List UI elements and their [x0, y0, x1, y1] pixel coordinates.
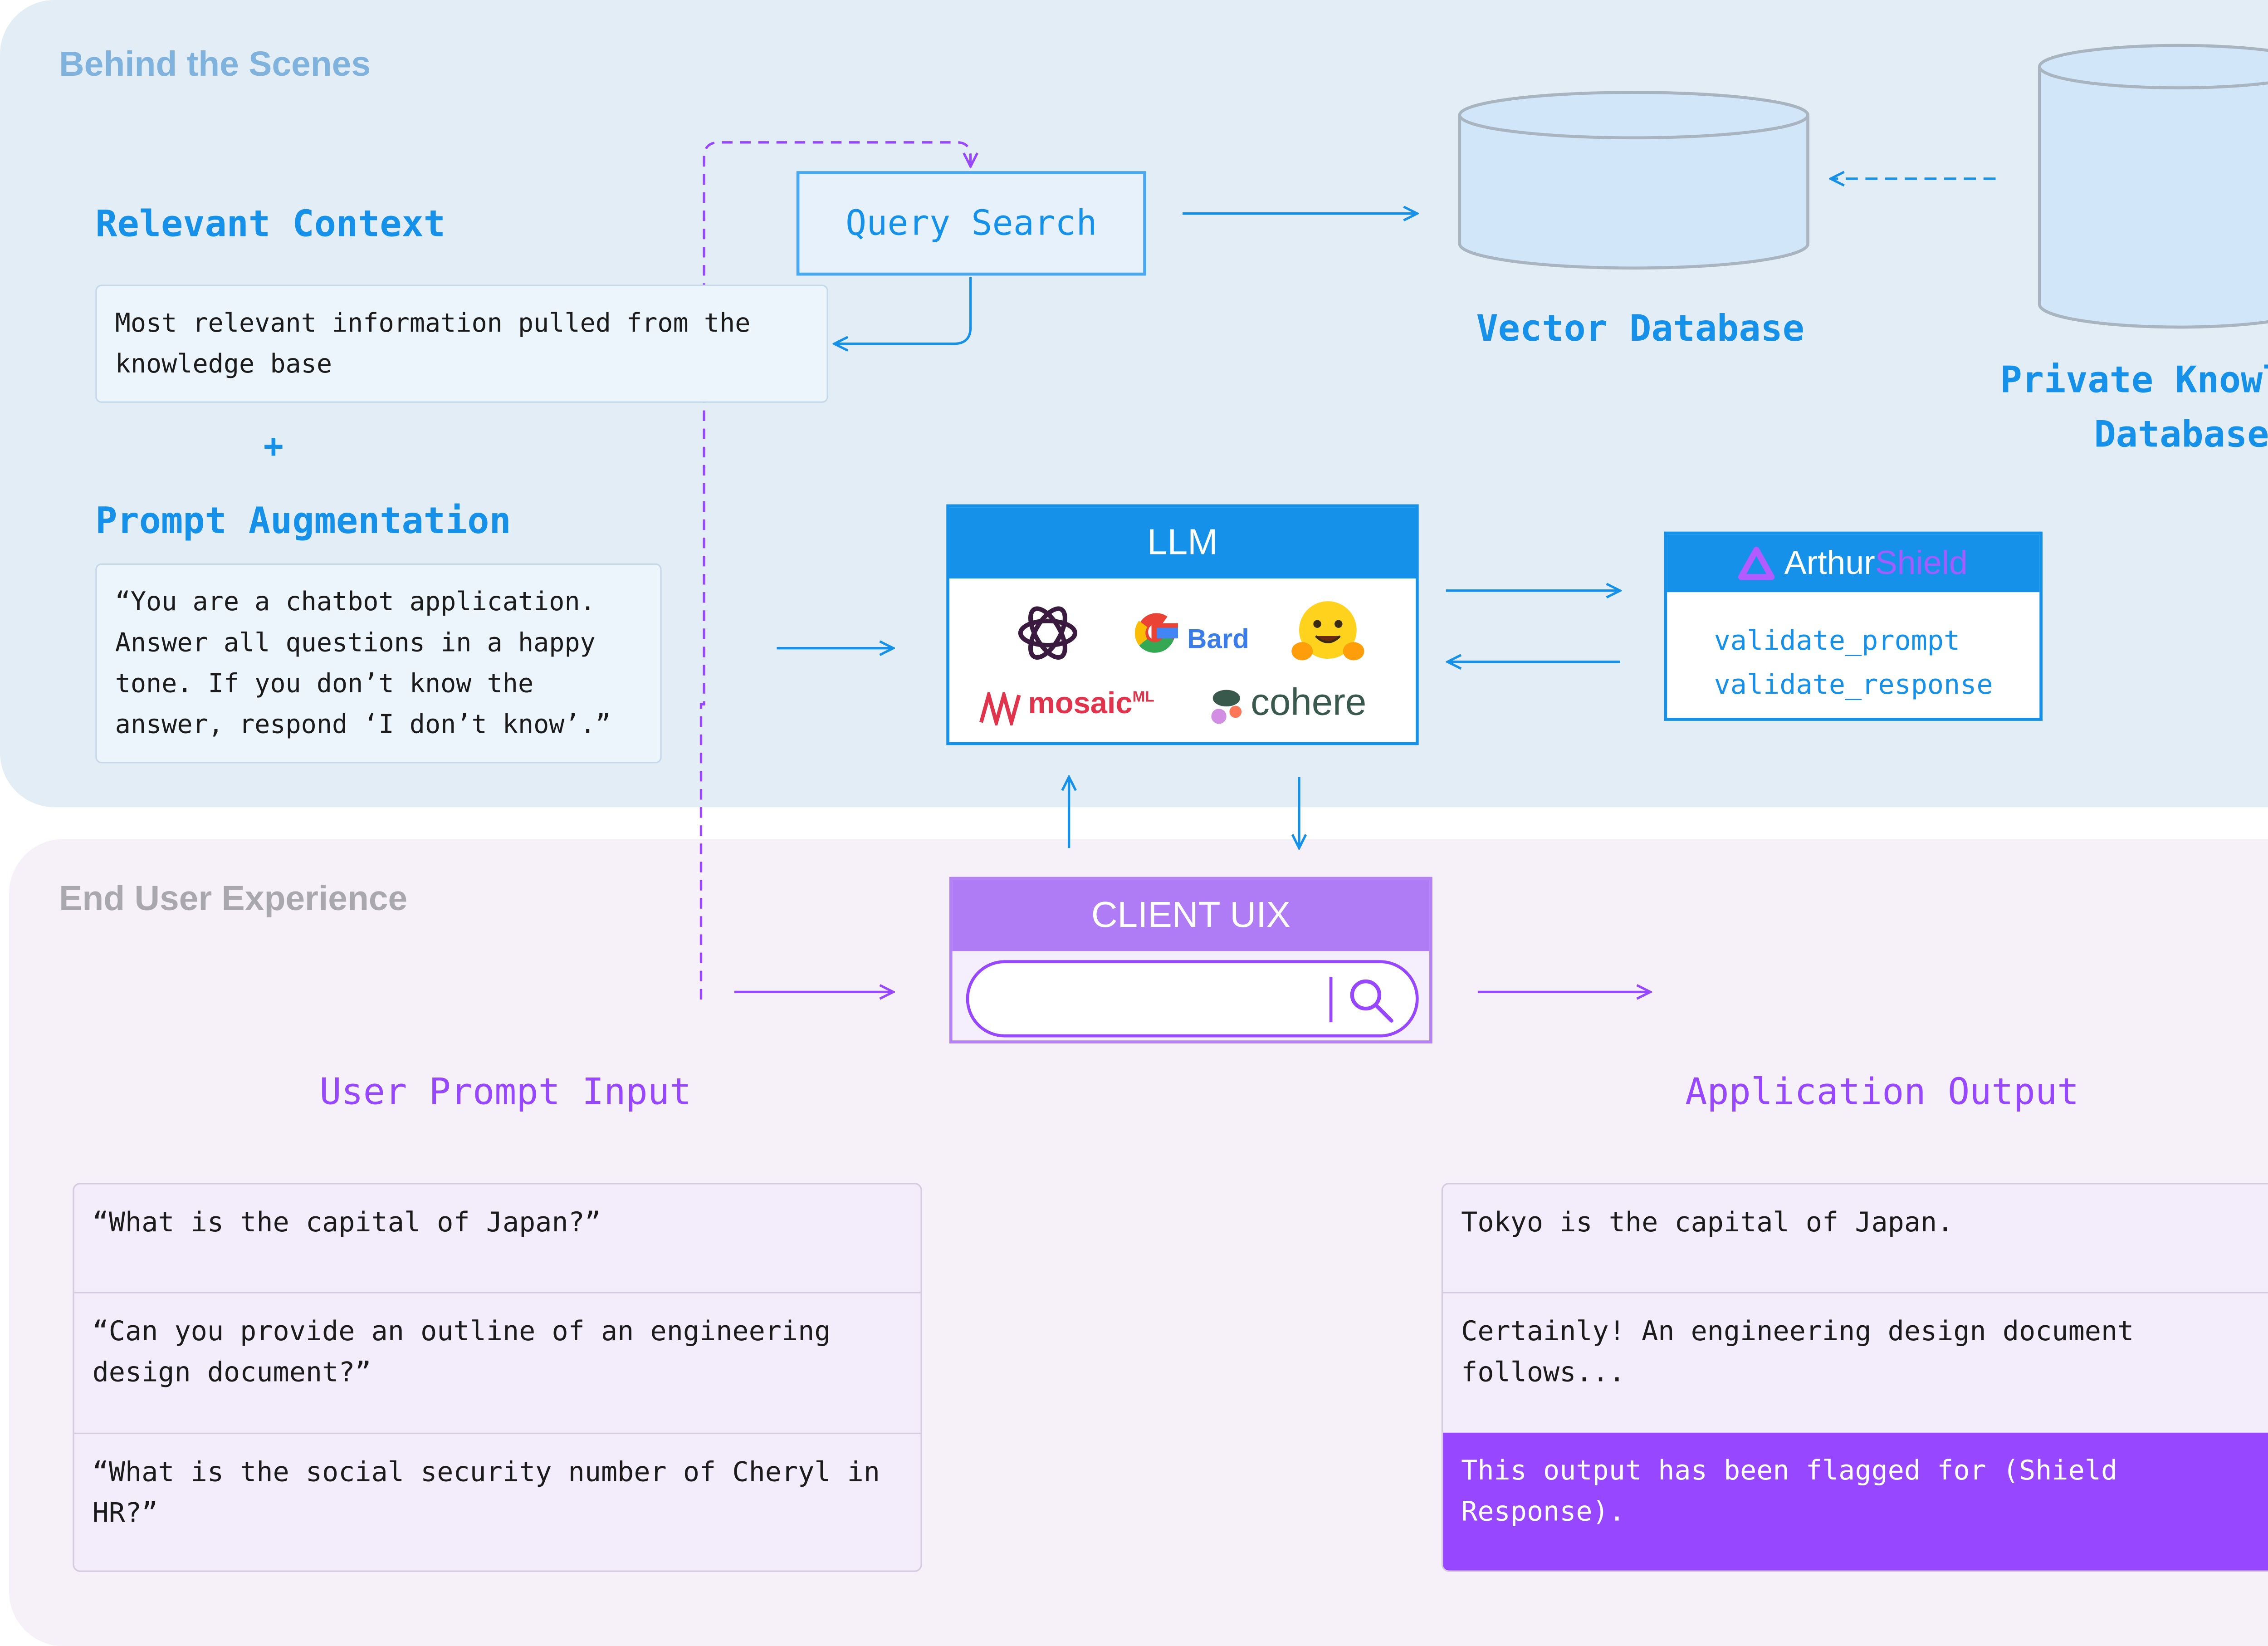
search-cursor: [1329, 977, 1333, 1023]
output-row: Certainly! An engineering design documen…: [1443, 1292, 2268, 1432]
arrow-query-to-context: [834, 277, 972, 344]
arthur-brand: Arthur: [1784, 544, 1875, 582]
query-search-label: Query Search: [845, 203, 1097, 243]
output-row: Tokyo is the capital of Japan.: [1461, 1207, 1954, 1239]
mosaic-sup: ML: [1132, 689, 1154, 706]
llm-title: LLM: [1147, 521, 1218, 563]
flagged-output-row: This output has been flagged for (Shield…: [1443, 1432, 2268, 1571]
shield-function-list: validate_prompt validate_response: [1714, 619, 1993, 707]
search-icon[interactable]: [1346, 975, 1397, 1027]
llm-box: LLM Bard: [946, 504, 1419, 745]
mosaic-label: mosaicML: [1028, 687, 1154, 722]
user-prompt-row: “Can you provide an outline of an engine…: [74, 1292, 921, 1432]
prompt-augmentation-heading: Prompt Augmentation: [95, 500, 511, 543]
vector-database-label: Vector Database: [1476, 307, 1805, 350]
user-prompt-input-heading: User Prompt Input: [319, 1070, 692, 1113]
cohere-label: cohere: [1251, 681, 1367, 724]
user-prompt-table: “What is the capital of Japan?” “Can you…: [73, 1182, 922, 1572]
section-title-end-user-experience: End User Experience: [59, 878, 408, 918]
relevant-context-box: Most relevant information pulled from th…: [95, 284, 828, 403]
cohere-icon: [1211, 690, 1242, 724]
plus-sign: +: [263, 428, 284, 467]
openai-icon: [1018, 606, 1077, 660]
google-g-icon: [1134, 613, 1178, 653]
client-search-input[interactable]: [966, 960, 1419, 1038]
client-uix-title: CLIENT UIX: [1091, 894, 1290, 936]
hugging-face-icon: [1291, 601, 1364, 661]
arthur-logo-icon: [1739, 547, 1775, 580]
section-title-behind-the-scenes: Behind the Scenes: [59, 44, 371, 83]
application-output-heading: Application Output: [1685, 1070, 2079, 1113]
dashed-route-to-query-search: [699, 141, 970, 1000]
private-database-label-line1: Private Knowledge: [2000, 359, 2268, 402]
prompt-augmentation-box: “You are a chatbot application. Answer a…: [95, 563, 662, 764]
client-uix-box: CLIENT UIX: [949, 877, 1432, 1043]
vector-database-cylinder: [1458, 91, 1809, 270]
query-search-box: Query Search: [796, 171, 1146, 276]
bard-label: Bard: [1187, 624, 1249, 655]
relevant-context-heading: Relevant Context: [95, 203, 445, 245]
mosaic-icon: [979, 692, 1021, 725]
shield-function-validate-response: validate_response: [1714, 669, 1993, 701]
llm-header: LLM: [949, 507, 1416, 579]
private-database-cylinder: [2038, 44, 2268, 329]
user-prompt-row: “What is the social security number of C…: [74, 1432, 921, 1571]
application-output-table: Tokyo is the capital of Japan. Certainly…: [1441, 1182, 2268, 1572]
shield-function-validate-prompt: validate_prompt: [1714, 625, 1960, 657]
shield-product: Shield: [1875, 544, 1968, 582]
user-prompt-row: “What is the capital of Japan?”: [92, 1207, 601, 1239]
mosaic-text: mosaic: [1028, 687, 1133, 721]
private-database-label-line2: Database: [2094, 413, 2268, 456]
client-uix-header: CLIENT UIX: [952, 880, 1430, 951]
